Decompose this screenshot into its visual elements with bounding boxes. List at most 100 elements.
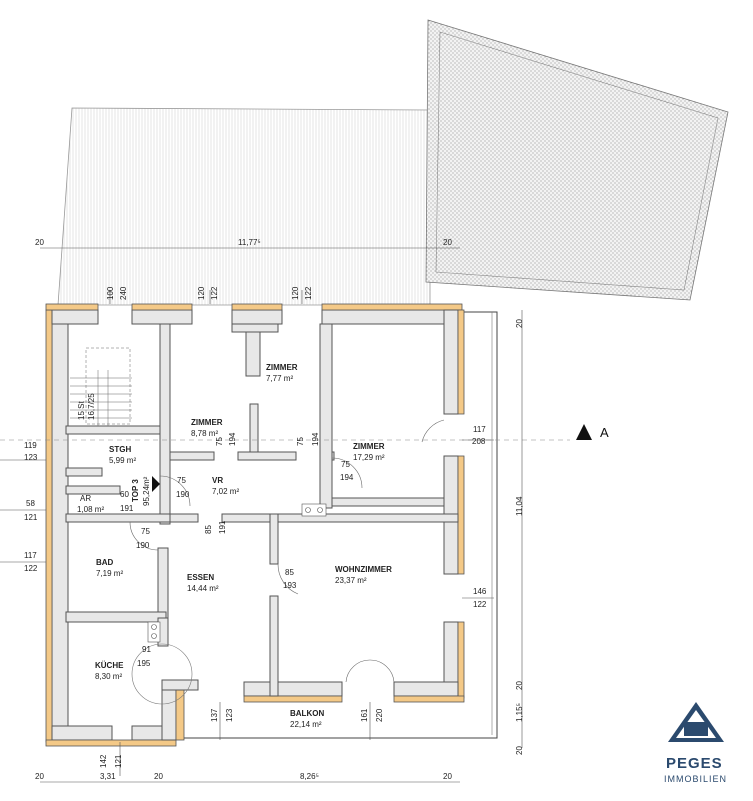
wall-outer-top-c xyxy=(231,309,283,325)
room-area-zimmer1: 7,77 m² xyxy=(266,374,293,383)
dim-d85a: 85 xyxy=(204,525,213,534)
dim-d190b: 190 xyxy=(136,541,150,550)
dim-d191a: 191 xyxy=(120,504,134,513)
room-area-bad: 7,19 m² xyxy=(96,569,123,578)
room-label-ar: AR xyxy=(80,494,91,503)
stove-icon xyxy=(147,621,161,643)
dim-b142: 142 xyxy=(99,754,108,768)
room-area-wohnzimmer: 23,37 m² xyxy=(335,576,367,585)
wall-essen-wohn xyxy=(269,513,279,565)
wall-t-zimmer-cap xyxy=(231,323,279,333)
dim-d193: 193 xyxy=(283,581,297,590)
dim-w122a: 122 xyxy=(210,286,219,300)
room-area-vr: 7,02 m² xyxy=(212,487,239,496)
dim-right-20b: 20 xyxy=(515,681,524,690)
door-swing-balcony xyxy=(345,659,395,683)
dim-right-20a: 20 xyxy=(515,319,524,328)
logo-sub: IMMOBILIEN xyxy=(664,774,727,784)
wall-kitchen-bottom xyxy=(51,725,113,741)
room-label-zimmer1: ZIMMER xyxy=(266,363,298,372)
dim-top-20b: 20 xyxy=(443,238,452,247)
door-swing-bad xyxy=(129,521,159,551)
wall-outer-top-b xyxy=(131,309,193,325)
terrace-hatched xyxy=(425,19,729,301)
insulation-kitchen-bottom xyxy=(45,739,177,747)
dim-b123: 123 xyxy=(225,708,234,722)
dim-top-1177: 11,77⁵ xyxy=(238,238,261,247)
dim-bot-20b: 20 xyxy=(154,772,163,781)
dim-b220: 220 xyxy=(375,708,384,722)
wall-stgh-bottom xyxy=(65,425,161,435)
terrace-hatched-inner xyxy=(435,31,719,291)
dim-l58: 58 xyxy=(26,499,35,508)
dim-d194a: 194 xyxy=(228,432,237,446)
room-label-kueche: KÜCHE xyxy=(95,661,124,670)
kitchen-circle xyxy=(131,643,193,705)
wall-outer-bottom-mid xyxy=(243,681,343,697)
stairs-label: 15 St xyxy=(77,401,86,420)
room-area-zimmer2: 8,78 m² xyxy=(191,429,218,438)
room-label-vr: VR xyxy=(212,476,223,485)
dim-bot-20a: 20 xyxy=(35,772,44,781)
wall-ar-top xyxy=(65,467,103,477)
dim-b161: 161 xyxy=(360,708,369,722)
dim-top-20a: 20 xyxy=(35,238,44,247)
dim-d194c: 194 xyxy=(340,473,354,482)
door-swing-entry xyxy=(421,419,445,443)
dim-r146: 146 xyxy=(473,587,487,596)
room-label-stgh: STGH xyxy=(109,445,131,454)
upper-terrace xyxy=(57,107,431,306)
room-label-bad: BAD xyxy=(96,558,114,567)
wall-zimmer-divider xyxy=(319,323,333,509)
room-area-ar: 1,08 m² xyxy=(77,505,104,514)
dim-d60: 60 xyxy=(120,490,129,499)
wall-bad-right xyxy=(157,547,169,619)
dim-r117: 117 xyxy=(473,425,486,434)
logo-name: PEGES xyxy=(666,755,723,772)
dim-d194b: 194 xyxy=(311,432,320,446)
dim-b137: 137 xyxy=(210,708,219,722)
dim-d191b: 191 xyxy=(218,520,227,534)
dim-d195: 195 xyxy=(137,659,151,668)
wall-stair-right xyxy=(159,323,171,525)
room-area-zimmer3: 17,29 m² xyxy=(353,453,385,462)
insulation-right-b xyxy=(457,455,465,575)
room-area-balkon: 22,14 m² xyxy=(290,720,322,729)
dim-b121: 121 xyxy=(114,754,123,768)
peges-logo: PEGES IMMOBILIEN xyxy=(664,702,727,784)
wall-vr-bottom xyxy=(169,513,199,523)
wall-zimmer-bottom-a xyxy=(169,451,215,461)
stairs-ratio: 16,7/25 xyxy=(87,393,96,420)
insulation-top-b xyxy=(131,303,193,311)
door-swing-stgh xyxy=(159,475,191,507)
wall-outer-bottom-right xyxy=(393,681,459,697)
insulation-bottom-right xyxy=(393,695,465,703)
dim-d190a: 190 xyxy=(176,490,190,499)
room-label-zimmer3: ZIMMER xyxy=(353,442,385,451)
dim-d75d: 75 xyxy=(341,460,350,469)
wall-zimmer-bottom-b xyxy=(237,451,297,461)
dim-d91: 91 xyxy=(142,645,151,654)
dim-l123: 123 xyxy=(24,453,38,462)
wall-bad-bottom xyxy=(65,611,167,623)
wall-essen-wohn-b xyxy=(269,595,279,697)
dim-w240: 240 xyxy=(119,286,128,300)
top-label: TOP 3 xyxy=(131,479,140,502)
door-swing-zimmer3 xyxy=(331,457,363,489)
sink-icon xyxy=(301,503,327,517)
dim-w122b: 122 xyxy=(304,286,313,300)
wall-ar-right xyxy=(65,485,121,495)
dim-w120a: 120 xyxy=(197,286,206,300)
dim-d75e: 75 xyxy=(141,527,150,536)
room-area-stgh: 5,99 m² xyxy=(109,456,136,465)
staircase xyxy=(70,347,132,426)
dim-d75b: 75 xyxy=(215,437,224,446)
dim-r208: 208 xyxy=(472,437,486,446)
insulation-top-d xyxy=(321,303,463,311)
dim-bot-826: 8,26⁵ xyxy=(300,772,319,781)
wall-outer-top-d xyxy=(321,309,463,325)
insulation-right-c xyxy=(457,621,465,699)
room-area-kueche: 8,30 m² xyxy=(95,672,122,681)
